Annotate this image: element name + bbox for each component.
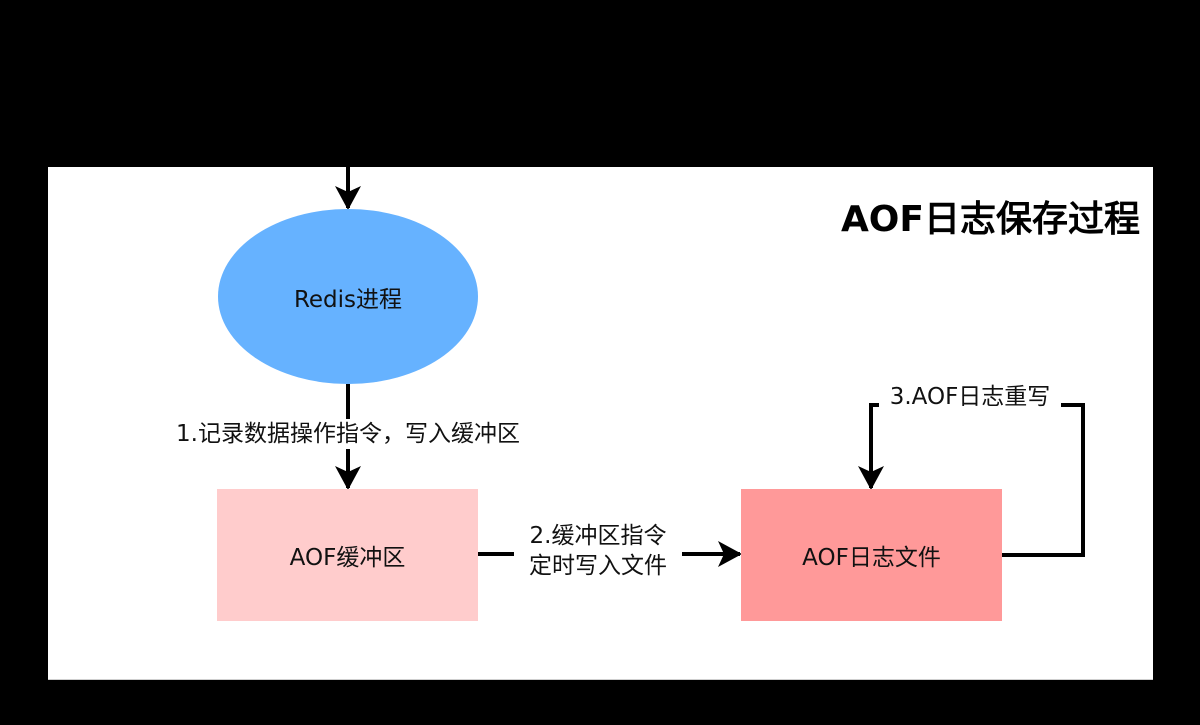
node-aof-buffer[interactable]: AOF缓冲区 xyxy=(217,489,478,621)
edge-step-3 xyxy=(858,403,1085,557)
edge-label-step-3: 3.AOF日志重写 xyxy=(879,382,1061,412)
node-redis-process-label: Redis进程 xyxy=(293,286,403,313)
diagram-title: AOF日志保存过程 xyxy=(840,199,1140,240)
node-aof-file-label: AOF日志文件 xyxy=(802,545,941,571)
node-redis-process[interactable]: Redis进程 xyxy=(218,209,478,384)
node-aof-buffer-label: AOF缓冲区 xyxy=(289,545,406,571)
edge-label-step-2-line-1: 2.缓冲区指令 xyxy=(529,523,667,549)
edge-label-step-1: 1.记录数据操作指令，写入缓冲区 xyxy=(150,419,546,449)
node-aof-file[interactable]: AOF日志文件 xyxy=(741,489,1002,621)
edge-label-step-2: 2.缓冲区指令 定时写入文件 xyxy=(514,521,682,581)
edge-label-step-2-line-2: 定时写入文件 xyxy=(529,553,667,579)
